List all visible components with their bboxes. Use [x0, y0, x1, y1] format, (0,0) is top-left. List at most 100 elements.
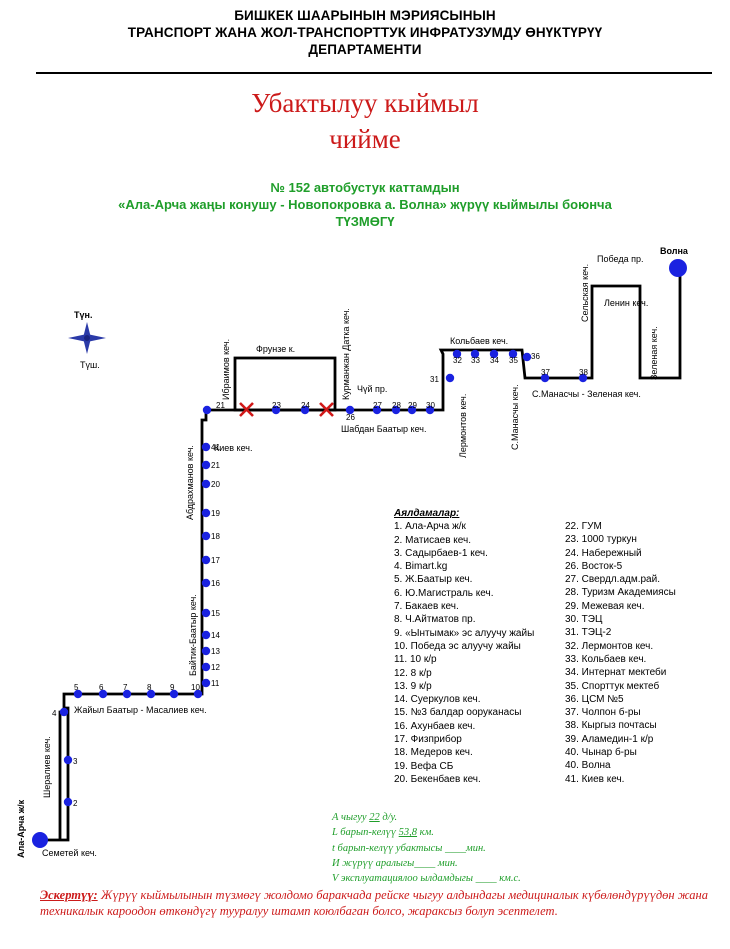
stop-list-item: 19. Вефа СБ	[394, 760, 454, 772]
stop-number: 12	[211, 663, 220, 672]
street-label: Жайыл Баатыр - Масалиев кеч.	[74, 705, 207, 715]
param-a: А чыгуу 22 д/у.	[332, 812, 398, 823]
stop-number: 20	[211, 480, 220, 489]
stops-heading: Аялдамалар:	[394, 508, 460, 519]
stop-number: 7	[123, 683, 128, 692]
street-label: Курманжан Датка кеч.	[341, 308, 351, 400]
end-label: Волна	[660, 246, 689, 256]
stop-marker-icon	[391, 405, 401, 415]
stop-list-item: 40. Волна	[565, 760, 611, 772]
stop-number: 9	[170, 683, 175, 692]
stop-marker-icon	[508, 349, 518, 359]
terminal-end-icon	[669, 259, 687, 277]
stop-marker-icon	[73, 689, 83, 699]
stop-marker-icon	[300, 405, 310, 415]
stop-list-item: 12. 8 к/р	[394, 667, 432, 679]
stop-list-item: 10. Победа эс алуучу жайы	[394, 640, 521, 652]
street-label: Кольбаев кеч.	[450, 336, 508, 346]
stop-number: 15	[211, 609, 220, 618]
stop-number: 21	[211, 461, 220, 470]
closed-stop-icon	[319, 402, 334, 417]
stop-list-item: 30. ТЭЦ	[565, 614, 603, 626]
street-label: Лермонтов кеч.	[458, 394, 468, 458]
stop-list-item: 5. Ж.Баатыр кеч.	[394, 574, 473, 586]
stop-marker-icon	[98, 689, 108, 699]
stop-marker-icon	[445, 373, 455, 383]
stop-marker-icon	[201, 442, 211, 452]
stop-marker-icon	[425, 405, 435, 415]
stop-number: 30	[426, 401, 435, 410]
stop-list-item: 1. Ала-Арча ж/к	[394, 521, 466, 533]
stop-marker-icon	[63, 797, 73, 807]
stop-number: 41	[211, 443, 220, 452]
stop-number: 13	[211, 647, 220, 656]
stop-marker-icon	[522, 352, 532, 362]
street-label: Чүй пр.	[357, 384, 387, 394]
stop-marker-icon	[193, 689, 203, 699]
param-t: t барып-келүү убактысы ____мин.	[332, 842, 486, 854]
stop-list-item: 17. Физприбор	[394, 734, 462, 746]
stop-marker-icon	[201, 646, 211, 656]
stop-list-item: 14. Суеркулов кеч.	[394, 694, 481, 706]
stop-marker-icon	[201, 531, 211, 541]
stop-marker-icon	[470, 349, 480, 359]
stop-list-item: 6. Ю.Магистраль кеч.	[394, 587, 494, 599]
header-line-2: ТРАНСПОРТ ЖАНА ЖОЛ-ТРАНСПОРТТУК ИНФРАТУЗ…	[127, 25, 603, 40]
street-label: Зеленая кеч.	[649, 326, 659, 380]
stop-marker-icon	[578, 373, 588, 383]
street-label: Абдрахманов кеч.	[185, 445, 195, 520]
stop-number: 17	[211, 556, 220, 565]
route-scheme-word: ТҮЗМӨГҮ	[335, 214, 395, 229]
stop-number: 8	[147, 683, 152, 692]
closed-stop-icon	[239, 402, 254, 417]
route-parameters: А чыгуу 22 д/у. L барып-келүү 53,8 км. t…	[332, 810, 521, 886]
note-label: Эскертүү:	[40, 888, 98, 902]
stop-list-item: 22. ГУМ	[565, 521, 602, 532]
stop-list-item: 31. ТЭЦ-2	[565, 627, 612, 639]
stop-marker-icon	[201, 630, 211, 640]
stop-list-item: 28. Туризм Академиясы	[565, 587, 676, 599]
street-label: Сельская кеч.	[580, 264, 590, 322]
route-line-branch	[58, 710, 64, 840]
stop-marker-icon	[201, 608, 211, 618]
terminal-start-icon	[32, 832, 48, 848]
stop-list-item: 34. Интернат мектеби	[565, 667, 667, 679]
street-label: Ибраимов кеч.	[221, 339, 231, 400]
street-label: Киев кеч.	[214, 443, 253, 453]
stop-marker-icon	[146, 689, 156, 699]
stop-number: 4	[52, 709, 57, 718]
stop-number: 38	[579, 368, 588, 377]
stop-marker-icon	[201, 479, 211, 489]
stop-list-item: 16. Ахунбаев кеч.	[394, 720, 476, 732]
stop-marker-icon	[540, 373, 550, 383]
stop-list-item: 35. Спорттук мектеб	[565, 680, 660, 692]
stop-number: 34	[490, 356, 499, 365]
street-label: Ленин кеч.	[604, 298, 648, 308]
stop-list-item: 15. №3 балдар ооруканасы	[394, 707, 522, 719]
street-label: Семетей кеч.	[42, 848, 97, 858]
stop-list-item: 9. «Ынтымак» эс алуучу жайы	[394, 627, 535, 639]
stop-list-item: 27. Свердл.адм.рай.	[565, 574, 660, 586]
stop-number: 33	[471, 356, 480, 365]
stop-list-item: 4. Bimart.kg	[394, 561, 448, 573]
route-name: «Ала-Арча жаңы конушу - Новопокровка а. …	[118, 197, 612, 212]
header-divider	[36, 72, 712, 74]
stop-marker-icon	[63, 755, 73, 765]
stop-marker-icon	[407, 405, 417, 415]
stop-marker-icon	[201, 662, 211, 672]
stop-marker-icon	[169, 689, 179, 699]
stop-number: 28	[392, 401, 401, 410]
stop-number: 16	[211, 579, 220, 588]
stop-list-item: 24. Набережный	[565, 547, 642, 559]
header-line-1: БИШКЕК ШААРЫНЫН МЭРИЯСЫНЫН	[234, 8, 496, 23]
stop-list-item: 41. Киев кеч.	[565, 773, 625, 785]
street-label: Шералиев кеч.	[42, 736, 52, 798]
stop-marker-icon	[452, 349, 462, 359]
stop-number: 32	[453, 356, 462, 365]
compass-rose-icon	[68, 322, 106, 354]
stop-list-item: 40. Чынар б-ры	[565, 747, 637, 759]
stop-list-item: 7. Бакаев кеч.	[394, 601, 459, 613]
stop-list-item: 33. Кольбаев кеч.	[565, 653, 647, 665]
stop-list-item: 11. 10 к/р	[394, 654, 437, 666]
route-line	[40, 268, 682, 842]
